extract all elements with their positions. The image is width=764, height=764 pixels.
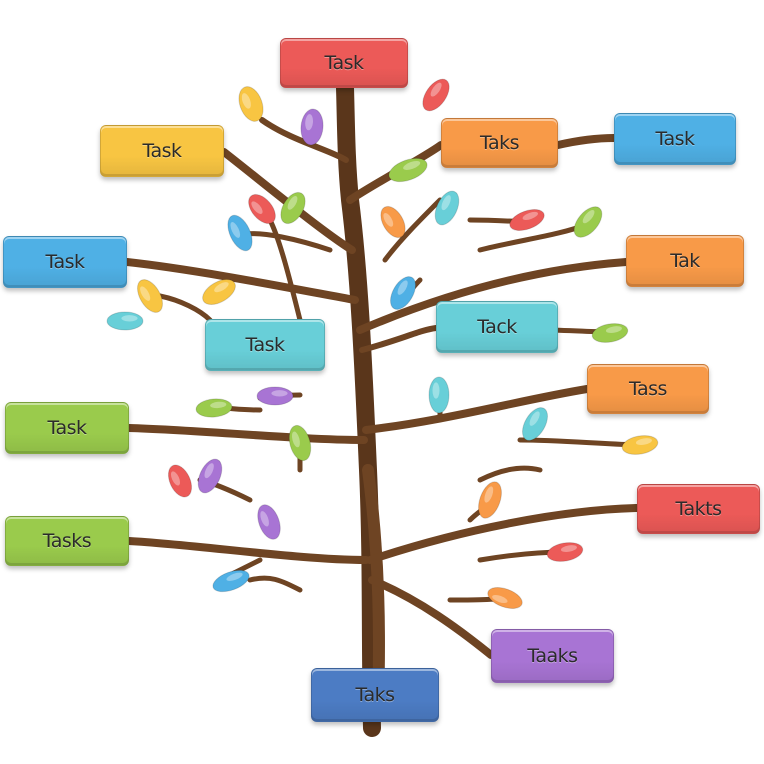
tree-branch xyxy=(237,231,333,253)
leaf-green xyxy=(388,157,428,183)
leaf-yellow xyxy=(621,435,659,455)
task-node-ul1: Task xyxy=(100,125,224,177)
leaf-blue xyxy=(390,276,416,310)
task-node-label: Task xyxy=(47,417,87,439)
leaf-orange xyxy=(478,481,502,519)
tree-leaves xyxy=(106,78,659,609)
tree-branch xyxy=(477,222,588,253)
tree-branch xyxy=(362,385,591,434)
tree-branch xyxy=(359,325,439,353)
task-node-label: Tass xyxy=(629,378,667,400)
tree-branch xyxy=(157,293,213,323)
tree-branch xyxy=(477,465,543,483)
task-node-label: Task xyxy=(142,140,182,162)
leaf-orange xyxy=(380,205,406,239)
tree-branch xyxy=(125,537,370,564)
task-node-r4: Tass xyxy=(587,364,709,414)
task-node-label: Taks xyxy=(355,684,395,706)
task-node-top: Task xyxy=(280,38,408,88)
tree-branch xyxy=(123,258,359,304)
leaf-red xyxy=(546,542,584,562)
task-node-l4: Task xyxy=(5,402,129,454)
leaf-blue xyxy=(227,214,253,252)
tree-branch xyxy=(368,576,495,659)
task-node-uc1: Taks xyxy=(441,118,558,168)
tree-branch xyxy=(554,134,618,149)
task-node-l5: Tasks xyxy=(5,516,129,566)
leaf-orange xyxy=(487,587,523,609)
task-node-label: Task xyxy=(324,52,364,74)
tree-branch xyxy=(382,197,443,263)
task-node-label: Task xyxy=(655,128,695,150)
leaf-green xyxy=(288,424,312,462)
leaf-purple xyxy=(257,504,281,540)
tree-branch xyxy=(366,504,641,564)
tree-branch xyxy=(125,424,368,444)
tree-branch xyxy=(267,217,303,323)
task-node-label: Taks xyxy=(479,132,520,154)
leaf-green xyxy=(195,398,233,418)
leaf-green xyxy=(573,206,603,238)
leaf-red xyxy=(422,78,450,112)
leaf-red xyxy=(167,464,193,498)
leaf-yellow xyxy=(238,86,264,122)
tree-trunk xyxy=(336,79,381,737)
leaf-green xyxy=(280,191,306,225)
leaf-red xyxy=(248,193,276,225)
leaf-green xyxy=(591,323,629,343)
leaf-yellow xyxy=(202,279,236,305)
leaf-purple xyxy=(197,458,223,494)
leaf-teal xyxy=(434,190,460,226)
leaf-teal xyxy=(522,407,548,441)
leaf-purple xyxy=(256,386,294,406)
tree-branch xyxy=(517,437,643,448)
task-node-br: Taaks xyxy=(491,629,614,683)
task-node-label: Takts xyxy=(675,498,722,520)
leaf-purple xyxy=(300,108,324,146)
leaf-teal xyxy=(428,376,450,414)
task-node-r2: Tak xyxy=(626,235,744,287)
task-node-l2: Task xyxy=(3,236,127,288)
leaf-blue xyxy=(212,569,250,593)
leaf-teal xyxy=(106,311,144,331)
task-node-r5: Takts xyxy=(637,484,760,534)
tree-branch xyxy=(356,258,630,334)
leaf-yellow xyxy=(137,279,163,313)
task-node-label: Task xyxy=(245,334,285,356)
task-node-label: Task xyxy=(45,251,85,273)
task-node-label: Tak xyxy=(670,250,700,272)
task-node-cl3: Task xyxy=(205,319,325,371)
task-node-cr3: Tack xyxy=(436,301,558,353)
task-node-label: Tack xyxy=(477,316,517,338)
task-node-bottom: Taks xyxy=(311,668,439,722)
task-node-ur1: Task xyxy=(614,113,736,165)
leaf-red xyxy=(509,209,545,231)
tree-branch xyxy=(247,575,303,593)
task-node-label: Tasks xyxy=(42,530,92,552)
task-node-label: Taaks xyxy=(527,645,578,667)
